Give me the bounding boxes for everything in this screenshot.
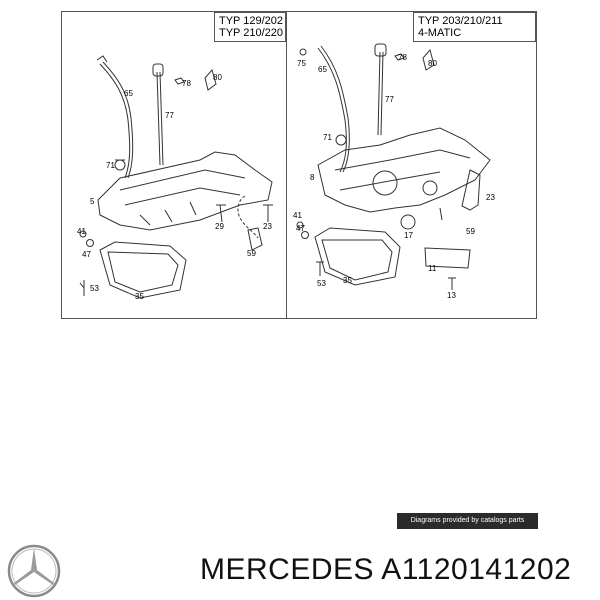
callout-80-right: 80 <box>428 59 437 68</box>
mercedes-star-icon <box>7 544 61 598</box>
callout-71: 71 <box>106 161 115 170</box>
callout-23: 23 <box>263 222 272 231</box>
callouts-left: 65 78 80 77 71 5 41 47 53 35 29 23 59 <box>77 73 272 301</box>
callout-23-right: 23 <box>486 193 495 202</box>
callout-47-right: 47 <box>296 224 305 233</box>
dipstick-tube <box>99 63 131 179</box>
type-label-left-line2: TYP 210/220 <box>219 27 284 39</box>
type-label-right-line1: TYP 203/210/211 <box>418 15 503 27</box>
callout-53: 53 <box>90 284 99 293</box>
callout-8: 8 <box>310 173 315 182</box>
type-label-left: TYP 129/202 TYP 210/220 <box>214 12 286 42</box>
callout-65: 65 <box>124 89 133 98</box>
upper-oil-pan-right <box>317 127 491 213</box>
part-number: A1120141202 <box>381 553 572 586</box>
callout-41: 41 <box>77 227 86 236</box>
dipstick-tube-right <box>317 47 347 173</box>
type-label-right: TYP 203/210/211 4-MATIC <box>413 12 536 42</box>
dipstick <box>156 71 161 166</box>
callout-59-right: 59 <box>466 227 475 236</box>
callout-78-right: 78 <box>398 53 407 62</box>
callout-35: 35 <box>135 292 144 301</box>
callout-71-right: 71 <box>323 133 332 142</box>
brand-name: MERCEDES <box>200 553 375 586</box>
callout-41-right: 41 <box>293 211 302 220</box>
lower-oil-pan <box>99 241 187 299</box>
type-label-right-line2: 4-MATIC <box>418 27 462 39</box>
part-title: MERCEDES A1120141202 <box>200 550 571 590</box>
callout-80: 80 <box>213 73 222 82</box>
type-label-left-line1: TYP 129/202 <box>219 15 284 27</box>
callouts-right: 75 65 78 80 77 71 8 23 41 47 53 35 17 11… <box>293 53 495 300</box>
callout-35-right: 35 <box>343 276 352 285</box>
lower-oil-pan-right <box>314 227 401 286</box>
callout-11: 11 <box>428 264 437 273</box>
callout-5: 5 <box>90 197 95 206</box>
callout-78: 78 <box>182 79 191 88</box>
callout-75: 75 <box>297 59 306 68</box>
callout-17: 17 <box>404 231 413 240</box>
upper-oil-pan <box>97 151 273 231</box>
callout-77: 77 <box>165 111 174 120</box>
callout-47: 47 <box>82 250 91 259</box>
callout-59: 59 <box>247 249 256 258</box>
callout-65-right: 65 <box>318 65 327 74</box>
diagram-frame <box>61 11 537 319</box>
oil-filter-plate <box>424 247 471 269</box>
callout-53-right: 53 <box>317 279 326 288</box>
panel-divider <box>286 11 287 319</box>
callout-29: 29 <box>215 222 224 231</box>
callout-77-right: 77 <box>385 95 394 104</box>
callout-13: 13 <box>447 291 456 300</box>
credit-badge: Diagrams provided by catalogs parts <box>397 513 538 529</box>
parts-diagram: 65 78 80 77 71 5 41 47 53 35 29 23 59 75… <box>77 43 495 301</box>
